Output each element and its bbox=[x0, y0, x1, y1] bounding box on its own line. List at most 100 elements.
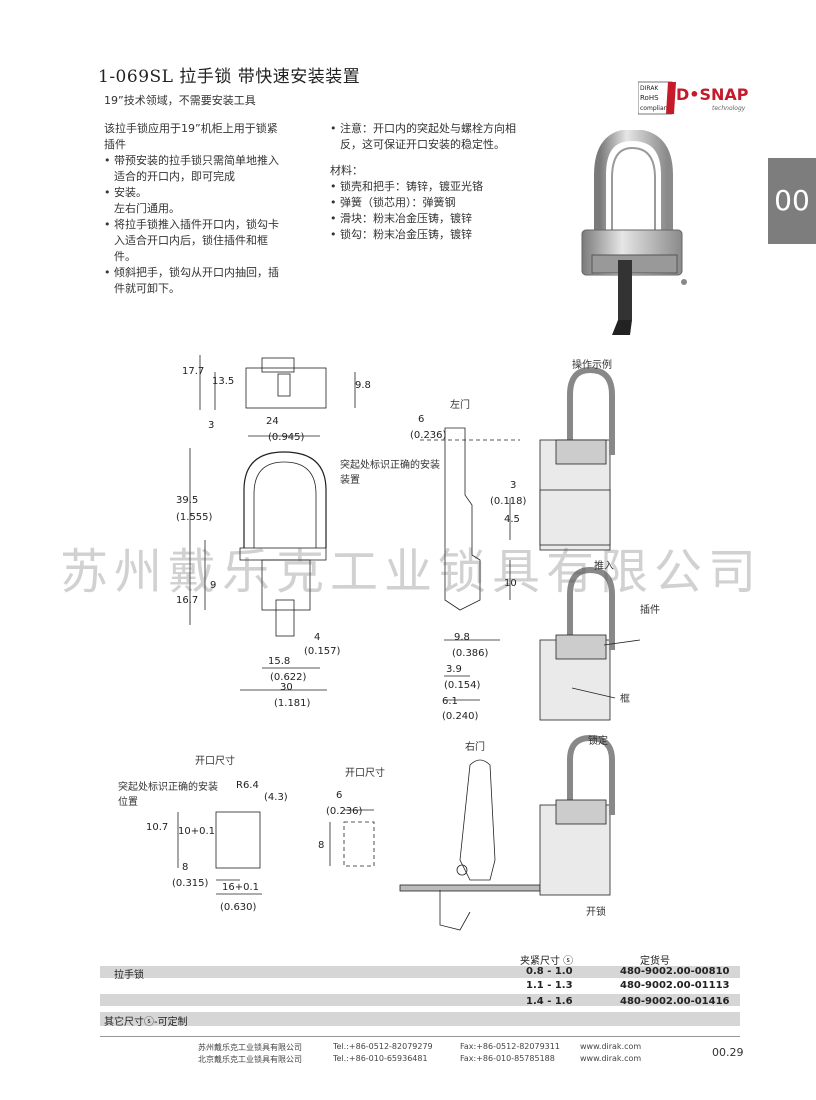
dim-label: 3 bbox=[510, 480, 517, 491]
dim-label: 9 bbox=[210, 580, 217, 591]
footer-web-1[interactable]: www.dirak.com bbox=[580, 1042, 642, 1051]
dim-label: (0.945) bbox=[268, 432, 305, 443]
dim-label: (4.3) bbox=[264, 792, 288, 803]
dim-label: 17.7 bbox=[182, 366, 205, 377]
dim-label: 6.1 bbox=[442, 696, 458, 707]
dim-label: (1.181) bbox=[274, 698, 311, 709]
dim-label: (0.154) bbox=[444, 680, 481, 691]
dim-label: 39.5 bbox=[176, 495, 199, 506]
page-number: 00.29 bbox=[712, 1046, 744, 1059]
product-name: 拉手锁 bbox=[114, 970, 144, 981]
dim-label: (0.157) bbox=[304, 646, 341, 657]
left-column: 该拉手锁应用于19”机柜上用于锁紧插件 带预安装的拉手锁只需简单地推入适合的开口… bbox=[104, 121, 284, 297]
locked-label: 锁定 bbox=[588, 736, 608, 747]
svg-text:D•SNAP: D•SNAP bbox=[676, 85, 748, 104]
dim-label: 10+0.1 bbox=[178, 826, 216, 837]
clamp-value: 1.1 - 1.3 bbox=[526, 980, 573, 991]
dim-label: 6 bbox=[336, 790, 343, 801]
dim-label: 3 bbox=[208, 420, 215, 431]
right-door-label: 右门 bbox=[465, 742, 485, 753]
dim-label: 16.7 bbox=[176, 595, 199, 606]
dim-label: (0.622) bbox=[270, 672, 307, 683]
bullet-item: 带预安装的拉手锁只需简单地推入适合的开口内，即可完成 bbox=[104, 153, 284, 185]
svg-text:RoHS: RoHS bbox=[640, 94, 659, 102]
technical-drawing bbox=[177, 355, 641, 931]
dim-label: (0.315) bbox=[172, 878, 209, 889]
bump-install-label: 突起处标识正确的安装装置 bbox=[340, 460, 440, 486]
section-tab: 00 bbox=[768, 158, 816, 244]
col-header-clamp: 夹紧尺寸 ⓢ bbox=[520, 956, 574, 967]
push-in-label: 推入 bbox=[594, 561, 614, 572]
material-item: 锁壳和把手：铸锌，镀亚光铬 bbox=[330, 179, 524, 195]
table-row: 其它尺寸ⓢ-可定制 bbox=[100, 1012, 740, 1028]
svg-text:compliant: compliant bbox=[640, 105, 670, 112]
insert-label: 插件 bbox=[640, 605, 660, 616]
op-example-label: 操作示例 bbox=[572, 360, 612, 371]
table-row: 1.1 - 1.3 480-9002.00-01113 bbox=[100, 980, 740, 992]
col-header-order: 定货号 bbox=[640, 956, 670, 967]
bump-pos-label: 突起处标识正确的安装位置 bbox=[118, 782, 218, 808]
dim-label: 4 bbox=[314, 632, 321, 643]
footer-tel-1: Tel.:+86-0512-82079279 bbox=[333, 1042, 433, 1051]
left-door-label: 左门 bbox=[450, 400, 470, 411]
order-number: 480-9002.00-01113 bbox=[620, 980, 730, 991]
dim-label: 10.7 bbox=[146, 822, 169, 833]
dim-label: R6.4 bbox=[236, 780, 259, 791]
page-subtitle: 19”技术领域，不需要安装工具 bbox=[104, 94, 256, 107]
footer-company-2: 北京戴乐克工业锁具有限公司 bbox=[198, 1055, 302, 1064]
footer-company-1: 苏州戴乐克工业锁具有限公司 bbox=[198, 1043, 302, 1052]
order-number: 480-9002.00-00810 bbox=[620, 966, 730, 977]
dim-label: 13.5 bbox=[212, 376, 235, 387]
table-row: 拉手锁 0.8 - 1.0 480-9002.00-00810 bbox=[100, 966, 740, 981]
dim-label: 4.5 bbox=[504, 514, 520, 525]
dim-label: 8 bbox=[182, 862, 189, 873]
frame-label: 框 bbox=[620, 694, 630, 705]
dim-label: 10 bbox=[504, 578, 517, 589]
dim-label: (0.236) bbox=[326, 806, 363, 817]
clamp-value: 0.8 - 1.0 bbox=[526, 966, 573, 977]
dim-label: 8 bbox=[318, 840, 325, 851]
bullet-item: 安装。 bbox=[104, 185, 284, 201]
dim-label: 9.8 bbox=[355, 380, 371, 391]
svg-text:DIRAK: DIRAK bbox=[640, 85, 659, 92]
intro-text: 该拉手锁应用于19”机柜上用于锁紧插件 bbox=[104, 122, 278, 151]
footer-fax-1: Fax:+86-0512-82079311 bbox=[460, 1042, 560, 1051]
table-row bbox=[100, 994, 740, 1006]
custom-note: 其它尺寸ⓢ-可定制 bbox=[104, 1017, 188, 1028]
dim-label: 6 bbox=[418, 414, 425, 425]
material-item: 锁勾：粉末冶金压铸，镀锌 bbox=[330, 227, 524, 243]
material-item: 弹簧（锁芯用）：弹簧钢 bbox=[330, 195, 524, 211]
note-line: 左右门通用。 bbox=[114, 202, 180, 215]
product-photo bbox=[572, 128, 692, 345]
dim-label: 15.8 bbox=[268, 656, 291, 667]
bullet-item: 倾斜把手，锁勾从开口内抽回，插件就可卸下。 bbox=[104, 265, 284, 297]
dim-label: 16+0.1 bbox=[222, 882, 260, 893]
dim-label: (0.630) bbox=[220, 902, 257, 913]
watermark-text: 苏州戴乐克工业锁具有限公司 bbox=[60, 544, 763, 600]
ordering-table: 夹紧尺寸 ⓢ 定货号 拉手锁 0.8 - 1.0 480-9002.00-008… bbox=[100, 950, 740, 1030]
materials-title: 材料： bbox=[330, 164, 363, 177]
bullet-item: 将拉手锁推入插件开口内，锁勾卡入适合开口内后，锁住插件和框件。 bbox=[104, 217, 284, 265]
note-text: 注意：开口内的突起处与螺栓方向相反，这可保证开口安装的稳定性。 bbox=[330, 121, 524, 153]
footer-web-2[interactable]: www.dirak.com bbox=[580, 1054, 642, 1063]
dim-label: (0.240) bbox=[442, 711, 479, 722]
dim-label: 30 bbox=[280, 682, 293, 693]
unlock-label: 开锁 bbox=[586, 907, 606, 918]
footer-tel-2: Tel.:+86-010-65936481 bbox=[333, 1054, 428, 1063]
page-title: 1-069SL 拉手锁 带快速安装装置 bbox=[98, 67, 361, 87]
dim-label: (1.555) bbox=[176, 512, 213, 523]
dim-label: (0.386) bbox=[452, 648, 489, 659]
footer-divider bbox=[100, 1036, 740, 1037]
order-number: 480-9002.00-01416 bbox=[620, 996, 730, 1007]
dim-label: 24 bbox=[266, 416, 279, 427]
clamp-value: 1.4 - 1.6 bbox=[526, 996, 573, 1007]
right-column: 注意：开口内的突起处与螺栓方向相反，这可保证开口安装的稳定性。 材料： 锁壳和把… bbox=[330, 121, 524, 243]
cutout-size-label-2: 开口尺寸 bbox=[345, 768, 385, 779]
dsnap-logo: DIRAK RoHS compliant D•SNAP technology bbox=[637, 80, 749, 116]
svg-text:technology: technology bbox=[712, 105, 746, 112]
table-row: 1.4 - 1.6 480-9002.00-01416 bbox=[100, 996, 740, 1008]
dim-label: 3.9 bbox=[446, 664, 462, 675]
dim-label: 9.8 bbox=[454, 632, 470, 643]
footer-fax-2: Fax:+86-010-85785188 bbox=[460, 1054, 555, 1063]
dim-label: (0.118) bbox=[490, 496, 527, 507]
